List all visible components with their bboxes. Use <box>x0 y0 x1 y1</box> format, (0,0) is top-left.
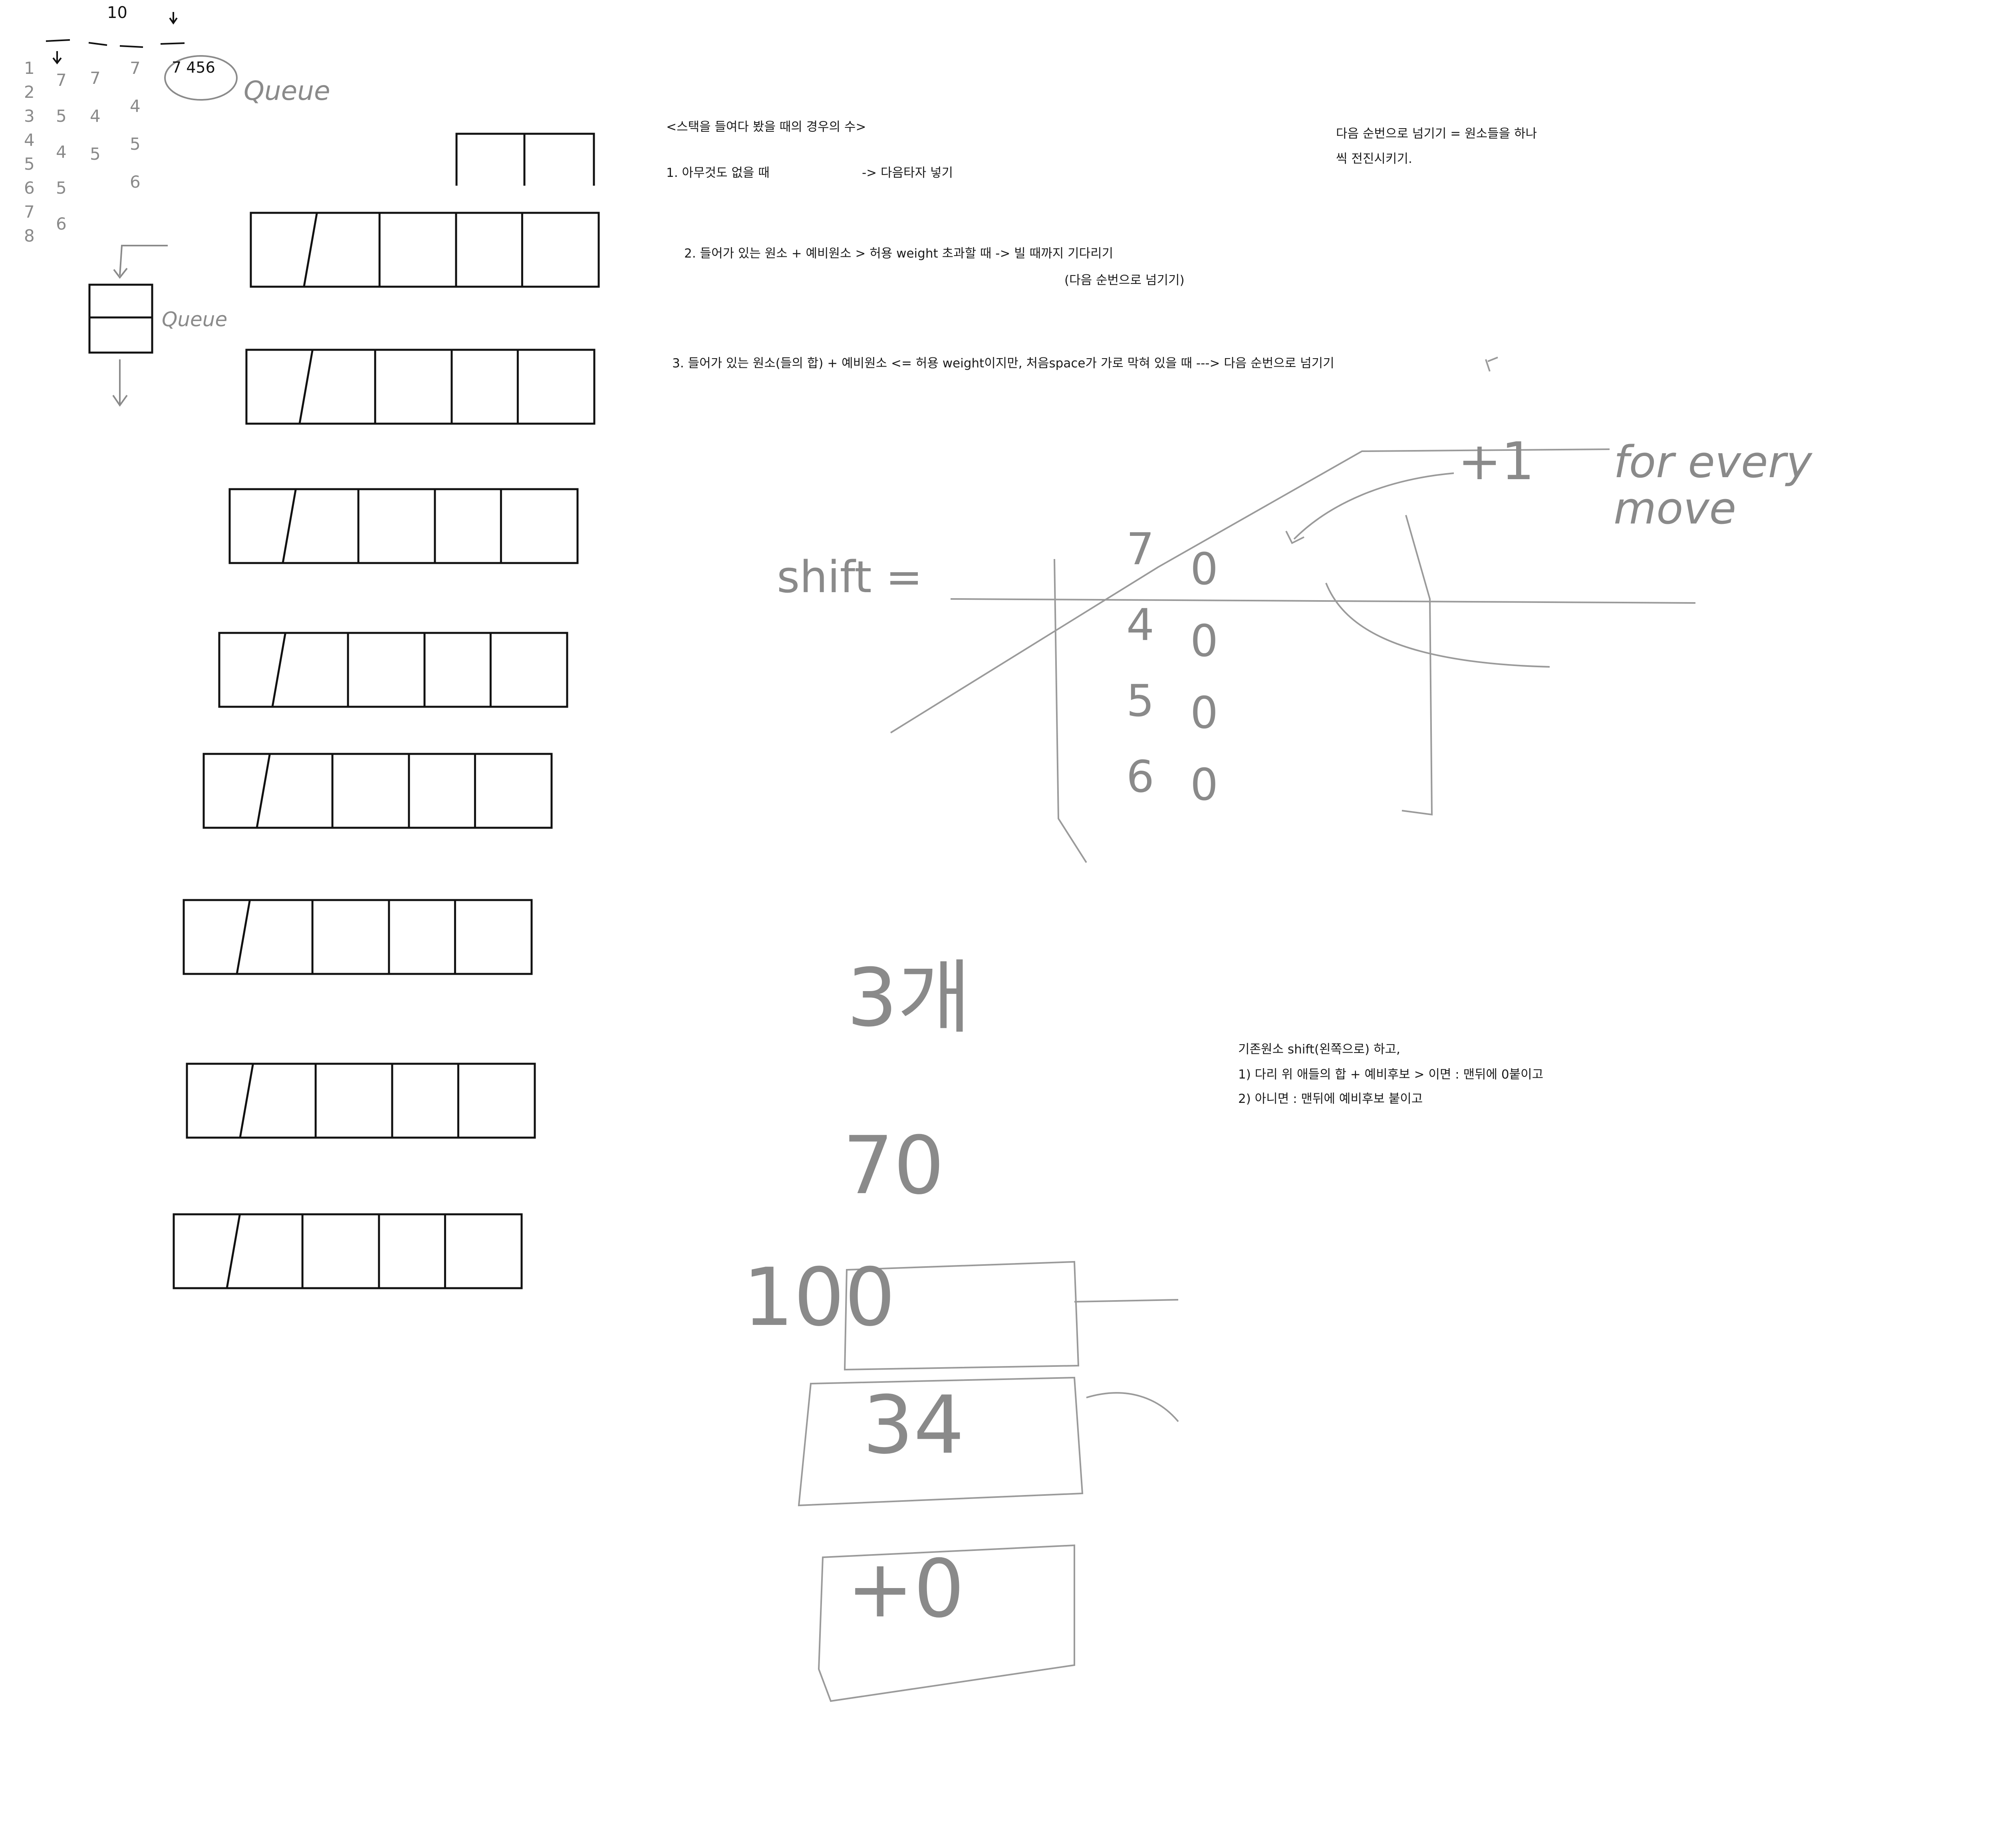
case-2-subtext: (다음 순번으로 넘기기) <box>1064 273 1185 288</box>
shift-rule-line-1: 기존원소 shift(왼쪽으로) 하고, <box>1238 1042 1400 1057</box>
bridge-sketch <box>890 357 1696 863</box>
bridge-row-1-divider <box>303 212 318 287</box>
handwritten-table-value: 4 <box>1126 599 1154 650</box>
handwritten-number: 4 <box>90 106 101 126</box>
bottom-number-1: 3개 <box>847 952 971 1045</box>
bottom-sketch-boxes <box>798 1261 1179 1702</box>
handwritten-table-value: 5 <box>1126 675 1154 726</box>
bridge-row-2 <box>245 349 596 425</box>
bottom-number-3: 100 <box>743 1251 895 1344</box>
plus-one: +1 <box>1458 431 1534 492</box>
bridge-diagonal <box>890 448 1610 734</box>
box-34-tail <box>1086 1392 1179 1422</box>
bridge-row-6-divider <box>236 900 251 974</box>
bottom-number-2: 70 <box>843 1119 945 1212</box>
handwritten-table-value: 0 <box>1190 687 1218 738</box>
bridge-rows <box>173 212 600 1289</box>
next-turn-line-1: 다음 순번으로 넘기기 = 원소들을 하나 <box>1336 127 1537 141</box>
bridge-row-5 <box>202 753 553 829</box>
bridge-row-3-divider <box>282 489 297 563</box>
queue-arrows <box>112 245 168 407</box>
bridge-row-7 <box>186 1063 536 1139</box>
queue-label-top: Queue <box>244 75 330 106</box>
queue-input-arrowhead <box>113 268 128 279</box>
bridge-left-pillar <box>1054 559 1087 863</box>
box-100 <box>844 1261 1080 1371</box>
handwritten-number: 6 <box>130 172 141 192</box>
open-top-box <box>455 133 595 186</box>
bridge-row-4 <box>218 632 568 708</box>
case-1-action: -> 다음타자 넣기 <box>862 166 953 180</box>
handwritten-number: 5 <box>90 144 101 164</box>
box-34 <box>798 1376 1084 1507</box>
plus-arrowhead <box>1285 531 1304 544</box>
handwritten-number: 6 <box>56 214 67 234</box>
handwritten-number: 7 <box>90 68 101 88</box>
shift-rule-line-2: 1) 다리 위 애들의 합 + 예비후보 > 이면 : 맨뒤에 0붙이고 <box>1238 1067 1544 1082</box>
case-1-text: 1. 아무것도 없을 때 <box>666 166 770 180</box>
lower-curve <box>1325 583 1550 668</box>
handwritten-number: 6 <box>24 178 35 198</box>
handwritten-number: 5 <box>56 178 67 198</box>
queue-label-bottom: Queue <box>162 308 228 331</box>
handwritten-number: 5 <box>130 134 141 154</box>
shift-label: shift = <box>777 551 923 603</box>
bridge-row-8 <box>173 1213 523 1289</box>
handwritten-table-value: 0 <box>1190 543 1218 595</box>
handwritten-table-value: 0 <box>1190 759 1218 810</box>
handwritten-number: 7 <box>24 202 35 222</box>
handwritten-number: 4 <box>56 142 67 162</box>
bridge-row-1 <box>250 212 600 288</box>
top-dashes <box>46 12 185 65</box>
bridge-horizontal <box>950 598 1696 604</box>
bridge-row-7-divider <box>239 1063 254 1138</box>
bottom-number-5: +0 <box>847 1543 965 1636</box>
bridge-row-3 <box>228 488 579 564</box>
handwritten-number: 3 <box>24 106 35 126</box>
handwritten-number: 7 <box>56 70 67 90</box>
small-queue-diagram <box>88 284 153 354</box>
queue-input-arrow <box>119 245 168 276</box>
next-turn-line-2: 씩 전진시키기. <box>1336 152 1412 166</box>
handwritten-table-value: 6 <box>1126 751 1154 802</box>
box-100-tail <box>1074 1299 1179 1303</box>
handwritten-table-value: 0 <box>1190 615 1218 666</box>
handwritten-number: 1 <box>24 58 35 78</box>
box-plus0 <box>818 1544 1075 1702</box>
bridge-row-6 <box>183 899 533 975</box>
bridge-row-2-divider <box>298 349 314 424</box>
handwritten-number: 2 <box>24 82 35 102</box>
handwritten-number: 7 <box>130 58 141 78</box>
circled-value: 7 456 <box>172 59 215 76</box>
handwritten-number: 5 <box>24 154 35 174</box>
stack-cases-title: <스택을 들여다 봤을 때의 경우의 수> <box>666 120 866 134</box>
small-queue-box <box>88 284 153 354</box>
handwritten-table-value: 7 <box>1126 523 1154 575</box>
plus-arrow-curve <box>1293 472 1454 540</box>
bridge-row-4-divider <box>271 633 286 707</box>
handwritten-number: 5 <box>56 106 67 126</box>
case-3-text: 3. 들어가 있는 원소(들의 합) + 예비원소 <= 허용 weight이지… <box>672 356 1334 371</box>
for-every-move: for every move <box>1614 436 1812 534</box>
handwritten-number: 8 <box>24 226 35 246</box>
handwritten-number: 4 <box>24 130 35 150</box>
bridge-row-8-divider <box>226 1214 241 1289</box>
shift-rule-line-3: 2) 아니면 : 맨뒤에 예비후보 붙이고 <box>1238 1092 1423 1106</box>
top-number: 10 <box>107 4 127 22</box>
bridge-row-5-divider <box>256 753 271 828</box>
handwritten-number: 4 <box>130 96 141 116</box>
small-mark <box>1485 357 1498 372</box>
case-2-text: 2. 들어가 있는 원소 + 예비원소 > 허용 weight 초과할 때 ->… <box>684 246 1114 261</box>
bridge-right-pillar <box>1401 515 1433 816</box>
circled-value-outline <box>164 55 238 101</box>
queue-output-arrowhead <box>112 395 128 407</box>
bottom-number-4: 34 <box>863 1379 965 1472</box>
